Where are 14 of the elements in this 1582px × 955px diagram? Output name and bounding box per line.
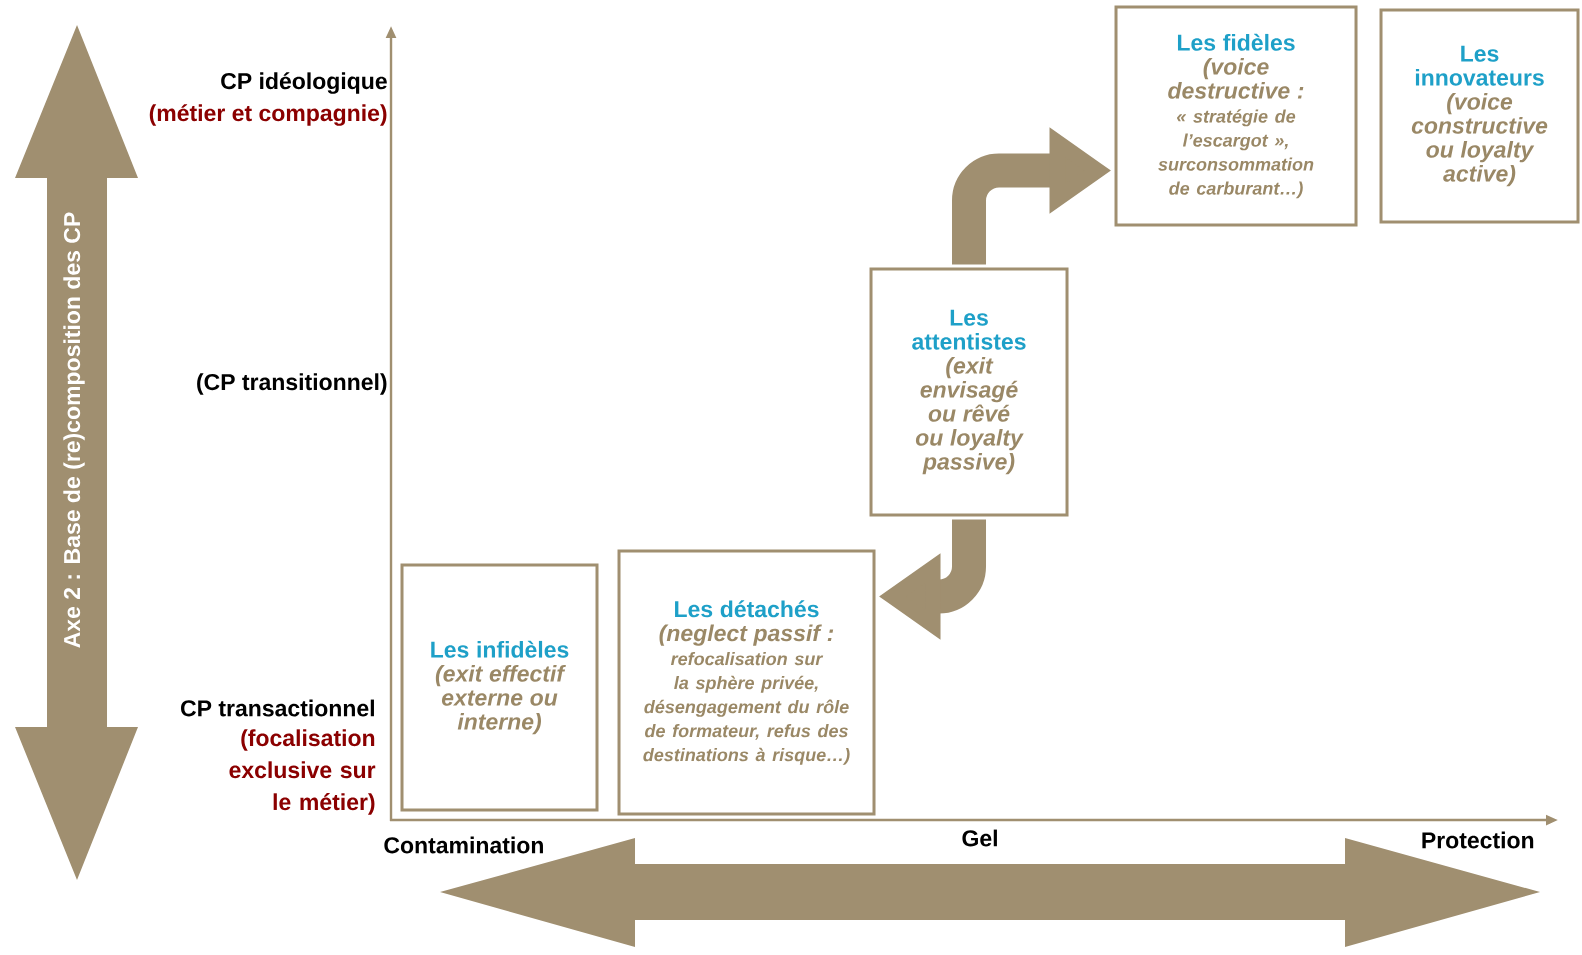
axis-label: Protection [1422,831,1534,849]
category-box: Les innovateurs (voice constructive ou loyalty active) [1379,8,1580,224]
axis-title: Axe 2 : Base de (re)composition des CP [63,212,85,648]
axis-label: CP idéologique [221,72,387,94]
category-box: Les attentistes (exit envisagé ou rêvé ou loyalty passive) [869,267,1069,517]
axis-label: (focalisation exclusive sur le métier) [229,729,376,815]
category-box: Les infidèles (exit effectif externe ou interne) [400,563,599,812]
axis-label: (métier et compagnie) [149,104,387,126]
category-box: Les fidèles (voice destructive : « stratégie de l’escargot », surconsommation de carburant…) [1114,5,1358,227]
category-box: Les détachés (neglect passif : refocalisation sur la sphère privée, désengagement du rôle de formateur, refus des destinations à risque…) [617,549,876,816]
axis-label: Gel [962,829,997,847]
axis-label: CP transactionnel [181,699,374,717]
axis-label: (CP transitionnel) [197,373,387,395]
axis-label: Contamination [384,836,543,854]
